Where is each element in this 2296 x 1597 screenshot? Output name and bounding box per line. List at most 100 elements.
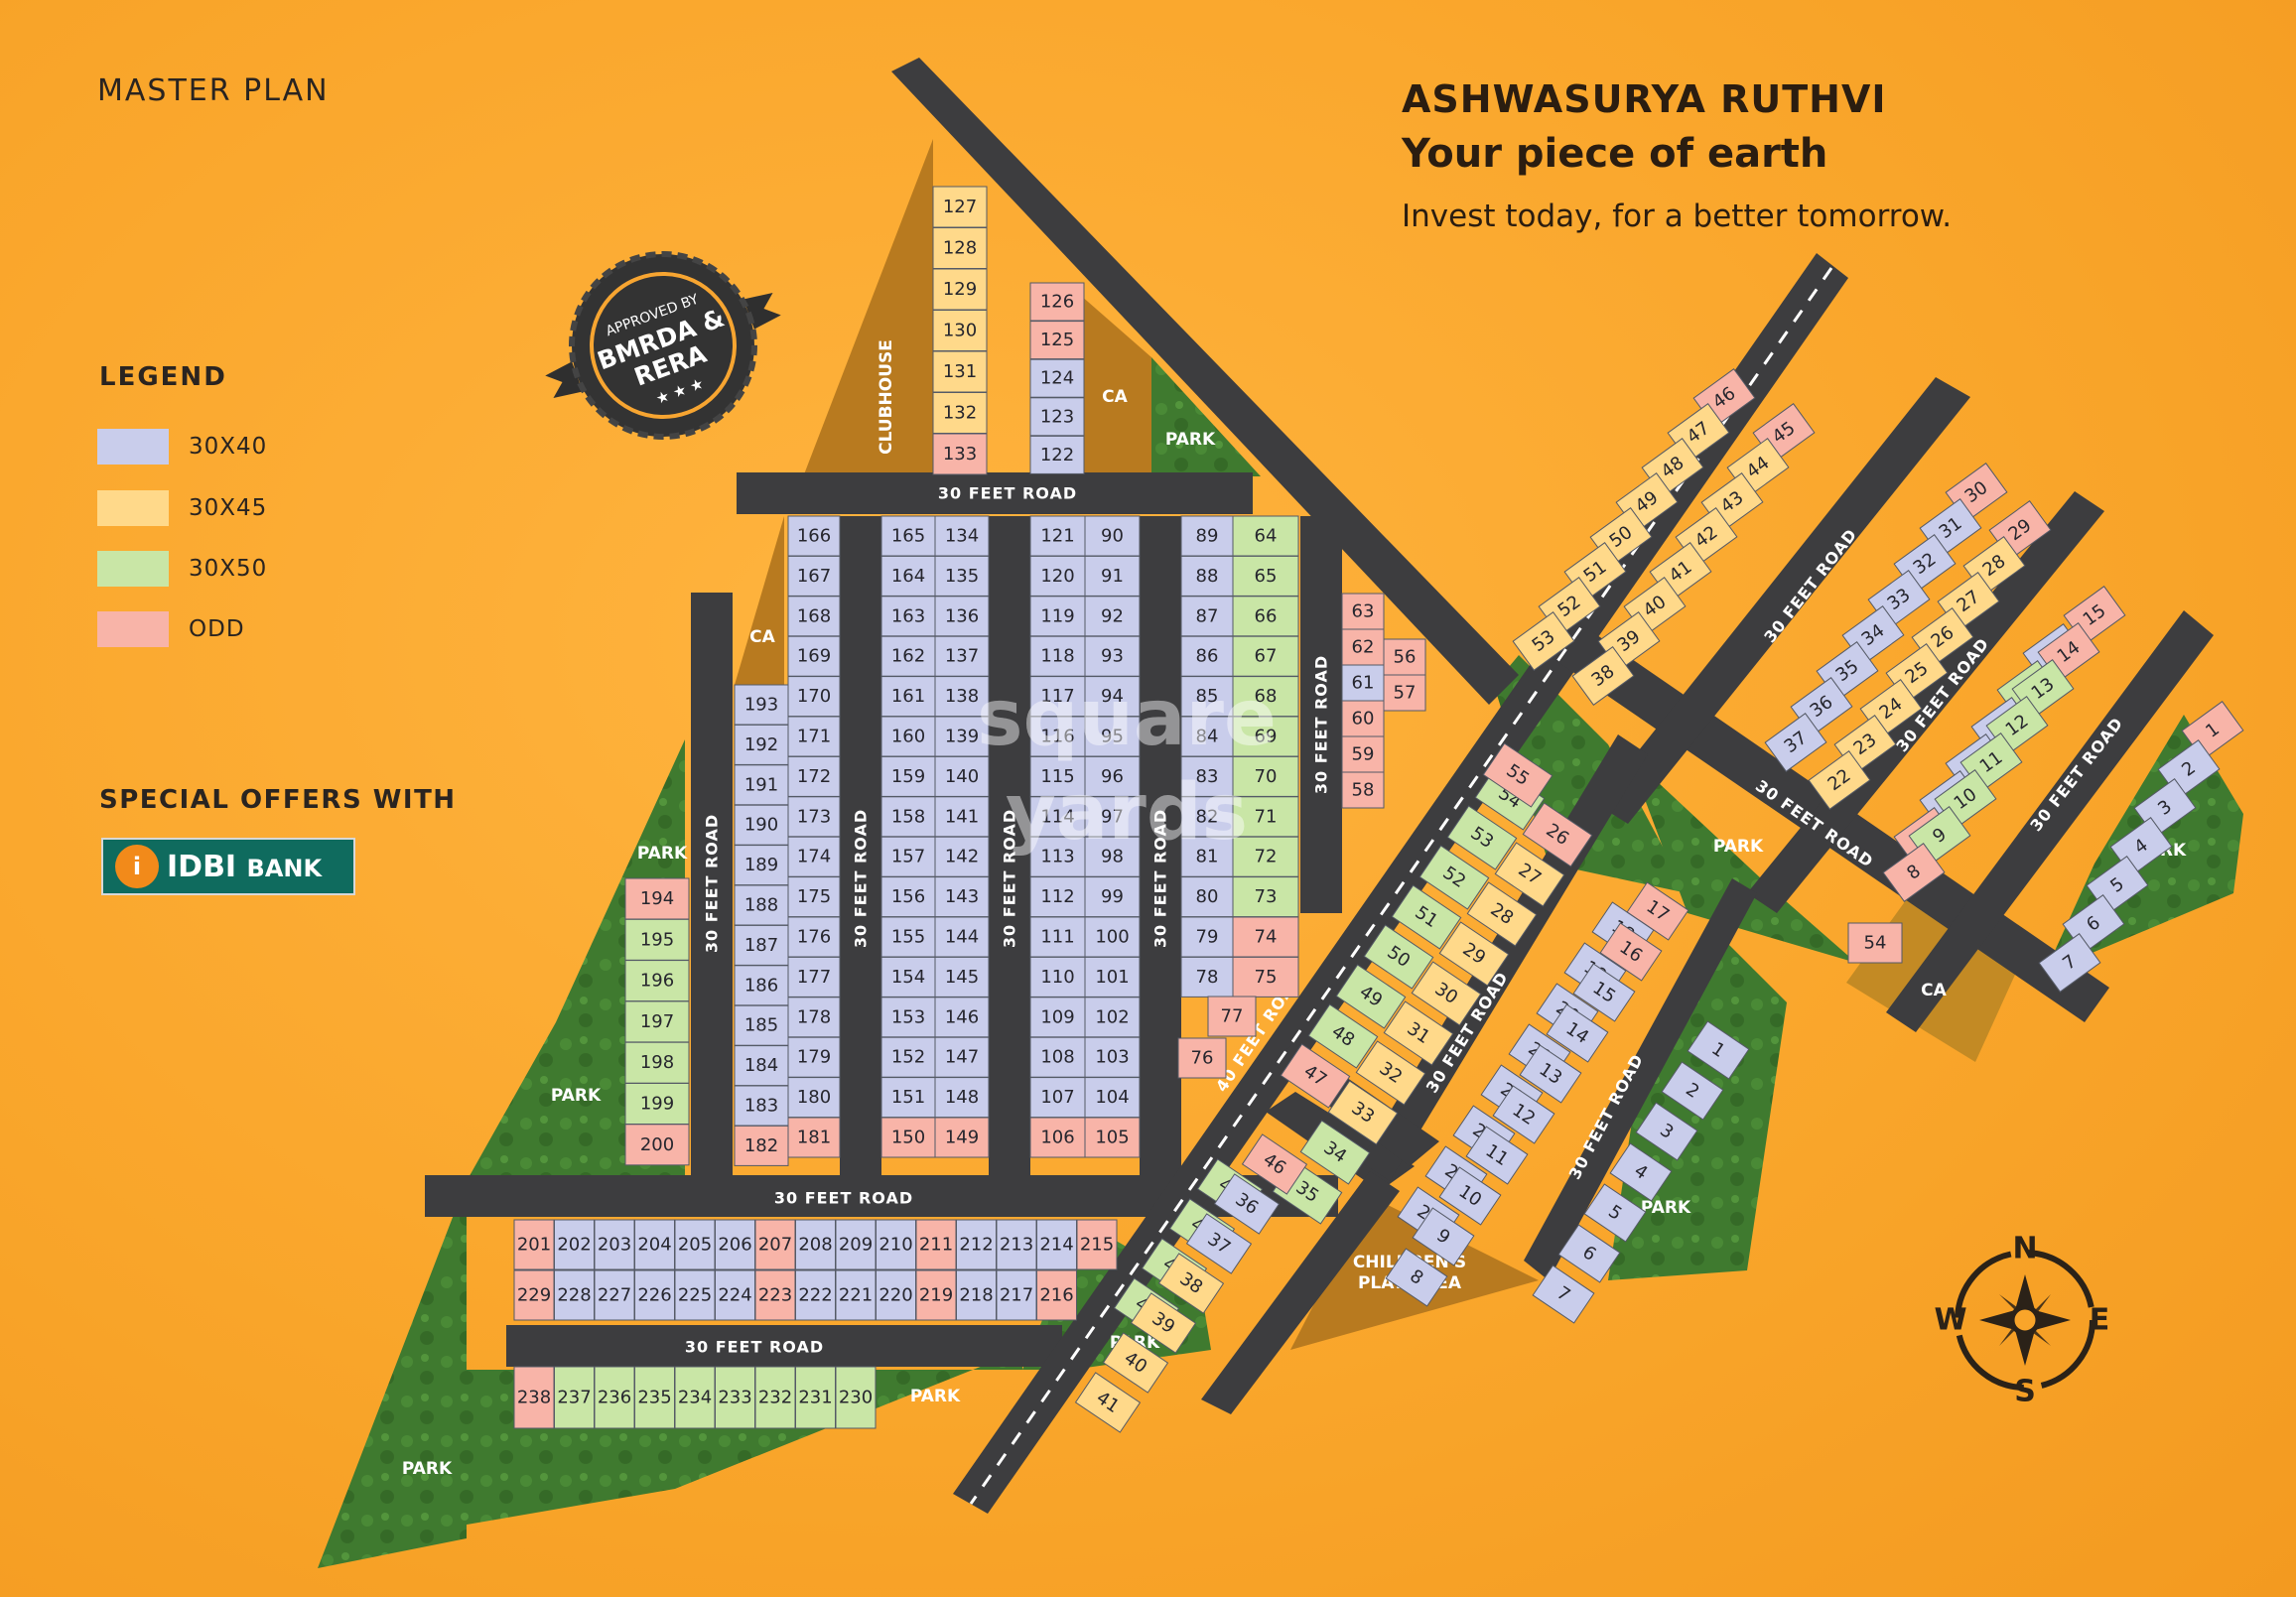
plot-104[interactable]: 104 [1084,1077,1141,1119]
plot-100[interactable]: 100 [1084,916,1141,958]
plot-116[interactable]: 116 [1029,716,1086,757]
plot-224[interactable]: 224 [715,1269,755,1321]
plot-131[interactable]: 131 [932,350,988,393]
plot-164[interactable]: 164 [880,555,936,597]
plot-92[interactable]: 92 [1084,596,1141,637]
plot-81[interactable]: 81 [1180,836,1234,877]
plot-98[interactable]: 98 [1084,836,1141,877]
plot-208[interactable]: 208 [795,1219,836,1270]
plot-17[interactable]: 17 [1626,881,1689,941]
plot-40[interactable]: 40 [1102,1332,1169,1394]
plot-96[interactable]: 96 [1084,755,1141,797]
plot-121[interactable]: 121 [1029,515,1086,557]
plot-36[interactable]: 36 [1213,1173,1281,1235]
plot-110[interactable]: 110 [1029,956,1086,998]
plot-13[interactable]: 13 [1519,1044,1582,1104]
plot-203[interactable]: 203 [594,1219,635,1270]
plot-75[interactable]: 75 [1232,956,1299,998]
plot-65[interactable]: 65 [1232,555,1299,597]
plot-139[interactable]: 139 [934,716,990,757]
plot-158[interactable]: 158 [880,796,936,838]
plot-144[interactable]: 144 [934,916,990,958]
plot-235[interactable]: 235 [634,1366,675,1429]
plot-126[interactable]: 126 [1029,282,1085,322]
plot-30[interactable]: 30 [1411,961,1482,1026]
plot-87[interactable]: 87 [1180,596,1234,637]
plot-122[interactable]: 122 [1029,435,1085,474]
plot-218[interactable]: 218 [956,1269,997,1321]
plot-135[interactable]: 135 [934,555,990,597]
plot-200[interactable]: 200 [624,1124,690,1166]
plot-5[interactable]: 5 [1583,1183,1647,1243]
plot-66[interactable]: 66 [1232,596,1299,637]
plot-115[interactable]: 115 [1029,755,1086,797]
plot-146[interactable]: 146 [934,997,990,1038]
plot-53[interactable]: 53 [1512,611,1575,671]
plot-142[interactable]: 142 [934,836,990,877]
plot-7[interactable]: 7 [1532,1264,1595,1324]
plot-145[interactable]: 145 [934,956,990,998]
plot-112[interactable]: 112 [1029,876,1086,918]
plot-37[interactable]: 37 [1764,713,1827,772]
plot-60[interactable]: 60 [1341,700,1385,737]
plot-16[interactable]: 16 [1599,922,1663,982]
plot-94[interactable]: 94 [1084,676,1141,718]
plot-118[interactable]: 118 [1029,635,1086,677]
plot-85[interactable]: 85 [1180,676,1234,718]
plot-209[interactable]: 209 [835,1219,877,1270]
plot-194[interactable]: 194 [624,877,690,920]
plot-90[interactable]: 90 [1084,515,1141,557]
plot-153[interactable]: 153 [880,997,936,1038]
plot-77[interactable]: 77 [1207,996,1257,1037]
plot-111[interactable]: 111 [1029,916,1086,958]
plot-223[interactable]: 223 [754,1269,796,1321]
plot-71[interactable]: 71 [1232,796,1299,838]
plot-73[interactable]: 73 [1232,876,1299,918]
plot-74[interactable]: 74 [1232,916,1299,958]
plot-137[interactable]: 137 [934,635,990,677]
plot-34[interactable]: 34 [1299,1120,1371,1185]
plot-154[interactable]: 154 [880,956,936,998]
plot-62[interactable]: 62 [1341,628,1385,666]
plot-227[interactable]: 227 [594,1269,635,1321]
plot-186[interactable]: 186 [734,965,789,1006]
plot-113[interactable]: 113 [1029,836,1086,877]
plot-84[interactable]: 84 [1180,716,1234,757]
plot-14[interactable]: 14 [1546,1003,1609,1063]
plot-205[interactable]: 205 [674,1219,716,1270]
plot-156[interactable]: 156 [880,876,936,918]
plot-93[interactable]: 93 [1084,635,1141,677]
plot-212[interactable]: 212 [956,1219,997,1270]
plot-195[interactable]: 195 [624,918,690,961]
plot-50[interactable]: 50 [1363,924,1434,990]
plot-97[interactable]: 97 [1084,796,1141,838]
plot-148[interactable]: 148 [934,1077,990,1119]
plot-56[interactable]: 56 [1383,638,1426,676]
plot-166[interactable]: 166 [787,515,841,557]
plot-169[interactable]: 169 [787,635,841,677]
plot-129[interactable]: 129 [932,268,988,311]
plot-157[interactable]: 157 [880,836,936,877]
plot-7[interactable]: 7 [2038,933,2101,993]
plot-64[interactable]: 64 [1232,515,1299,557]
plot-32[interactable]: 32 [1355,1040,1426,1106]
plot-63[interactable]: 63 [1341,593,1385,630]
plot-3[interactable]: 3 [1635,1102,1698,1161]
plot-4[interactable]: 4 [1609,1142,1673,1202]
plot-33[interactable]: 33 [1327,1080,1399,1145]
plot-181[interactable]: 181 [787,1117,841,1158]
plot-172[interactable]: 172 [787,755,841,797]
plot-132[interactable]: 132 [932,392,988,434]
plot-193[interactable]: 193 [734,684,789,726]
plot-217[interactable]: 217 [996,1269,1037,1321]
plot-58[interactable]: 58 [1341,771,1385,809]
plot-184[interactable]: 184 [734,1045,789,1087]
plot-31[interactable]: 31 [1383,1000,1454,1066]
plot-46[interactable]: 46 [1241,1133,1308,1195]
plot-214[interactable]: 214 [1036,1219,1077,1270]
plot-76[interactable]: 76 [1177,1037,1227,1079]
plot-57[interactable]: 57 [1383,674,1426,712]
plot-91[interactable]: 91 [1084,555,1141,597]
plot-52[interactable]: 52 [1418,845,1490,910]
plot-192[interactable]: 192 [734,724,789,765]
